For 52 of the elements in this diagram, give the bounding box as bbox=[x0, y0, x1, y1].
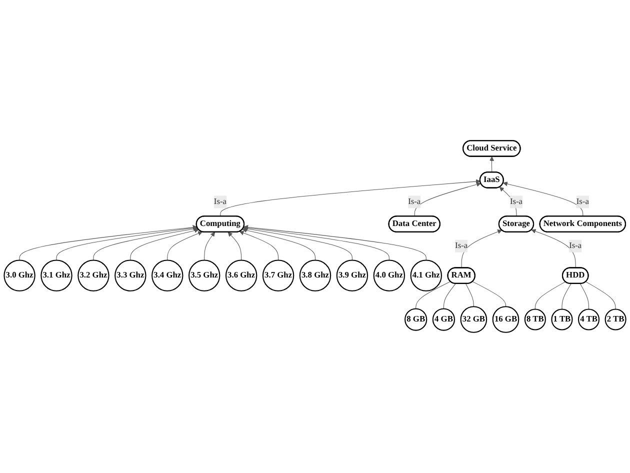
node-circle: 3.2 Ghz bbox=[78, 260, 110, 292]
arrow bbox=[239, 230, 279, 260]
node-circle: 3.4 Ghz bbox=[152, 260, 184, 292]
edge-label: Is-a bbox=[576, 197, 589, 206]
arrow bbox=[220, 179, 480, 217]
edge-label: Is-a bbox=[510, 197, 523, 206]
arrow bbox=[244, 224, 426, 260]
arrow bbox=[489, 156, 494, 173]
node-circle: 8 GB bbox=[404, 308, 428, 331]
arrow bbox=[93, 226, 198, 260]
connector bbox=[443, 283, 456, 309]
connector bbox=[416, 281, 451, 309]
arrow bbox=[461, 230, 502, 268]
node-circle: 32 GB bbox=[460, 306, 488, 333]
arrow bbox=[414, 182, 482, 217]
connector bbox=[466, 283, 474, 307]
node-circle: 3.7 Ghz bbox=[262, 260, 294, 292]
connector bbox=[586, 281, 616, 310]
node-circle: 3.0 Ghz bbox=[4, 260, 36, 292]
node-circle: 16 GB bbox=[492, 306, 520, 333]
arrow bbox=[19, 225, 198, 260]
connector bbox=[562, 283, 572, 310]
node-circle: 4 TB bbox=[578, 308, 600, 330]
edge-label: Is-a bbox=[408, 197, 421, 206]
node-circle: 3.8 Ghz bbox=[299, 260, 332, 292]
arrow bbox=[242, 228, 316, 260]
arrow bbox=[502, 182, 584, 217]
node-circle: 3.6 Ghz bbox=[225, 260, 258, 292]
node-circle: 3.5 Ghz bbox=[188, 260, 220, 292]
node-circle: 8 TB bbox=[524, 308, 546, 330]
connector bbox=[472, 281, 506, 307]
node-circle: 3.9 Ghz bbox=[336, 260, 368, 292]
node-circle: 2 TB bbox=[604, 308, 626, 330]
edge-label: Is-a bbox=[214, 197, 226, 206]
arrow bbox=[243, 226, 352, 260]
arrow bbox=[167, 231, 203, 260]
edge-label: Is-a bbox=[569, 241, 582, 250]
connector bbox=[534, 281, 566, 310]
arrow bbox=[204, 232, 215, 260]
edge-label: Is-a bbox=[455, 241, 468, 250]
node-circle: 4.0 Ghz bbox=[373, 260, 406, 292]
arrow bbox=[228, 232, 242, 260]
node-circle: 4.1 Ghz bbox=[410, 260, 442, 292]
arrow bbox=[531, 229, 576, 268]
node-circle: 3.1 Ghz bbox=[40, 260, 72, 292]
node-circle: 1 TB bbox=[551, 308, 573, 330]
node-circle: 4 GB bbox=[432, 308, 456, 331]
connector bbox=[580, 283, 590, 310]
arrow bbox=[56, 226, 198, 260]
arrow bbox=[130, 228, 199, 260]
arrow bbox=[243, 226, 390, 260]
node-circle: 3.3 Ghz bbox=[114, 260, 146, 292]
